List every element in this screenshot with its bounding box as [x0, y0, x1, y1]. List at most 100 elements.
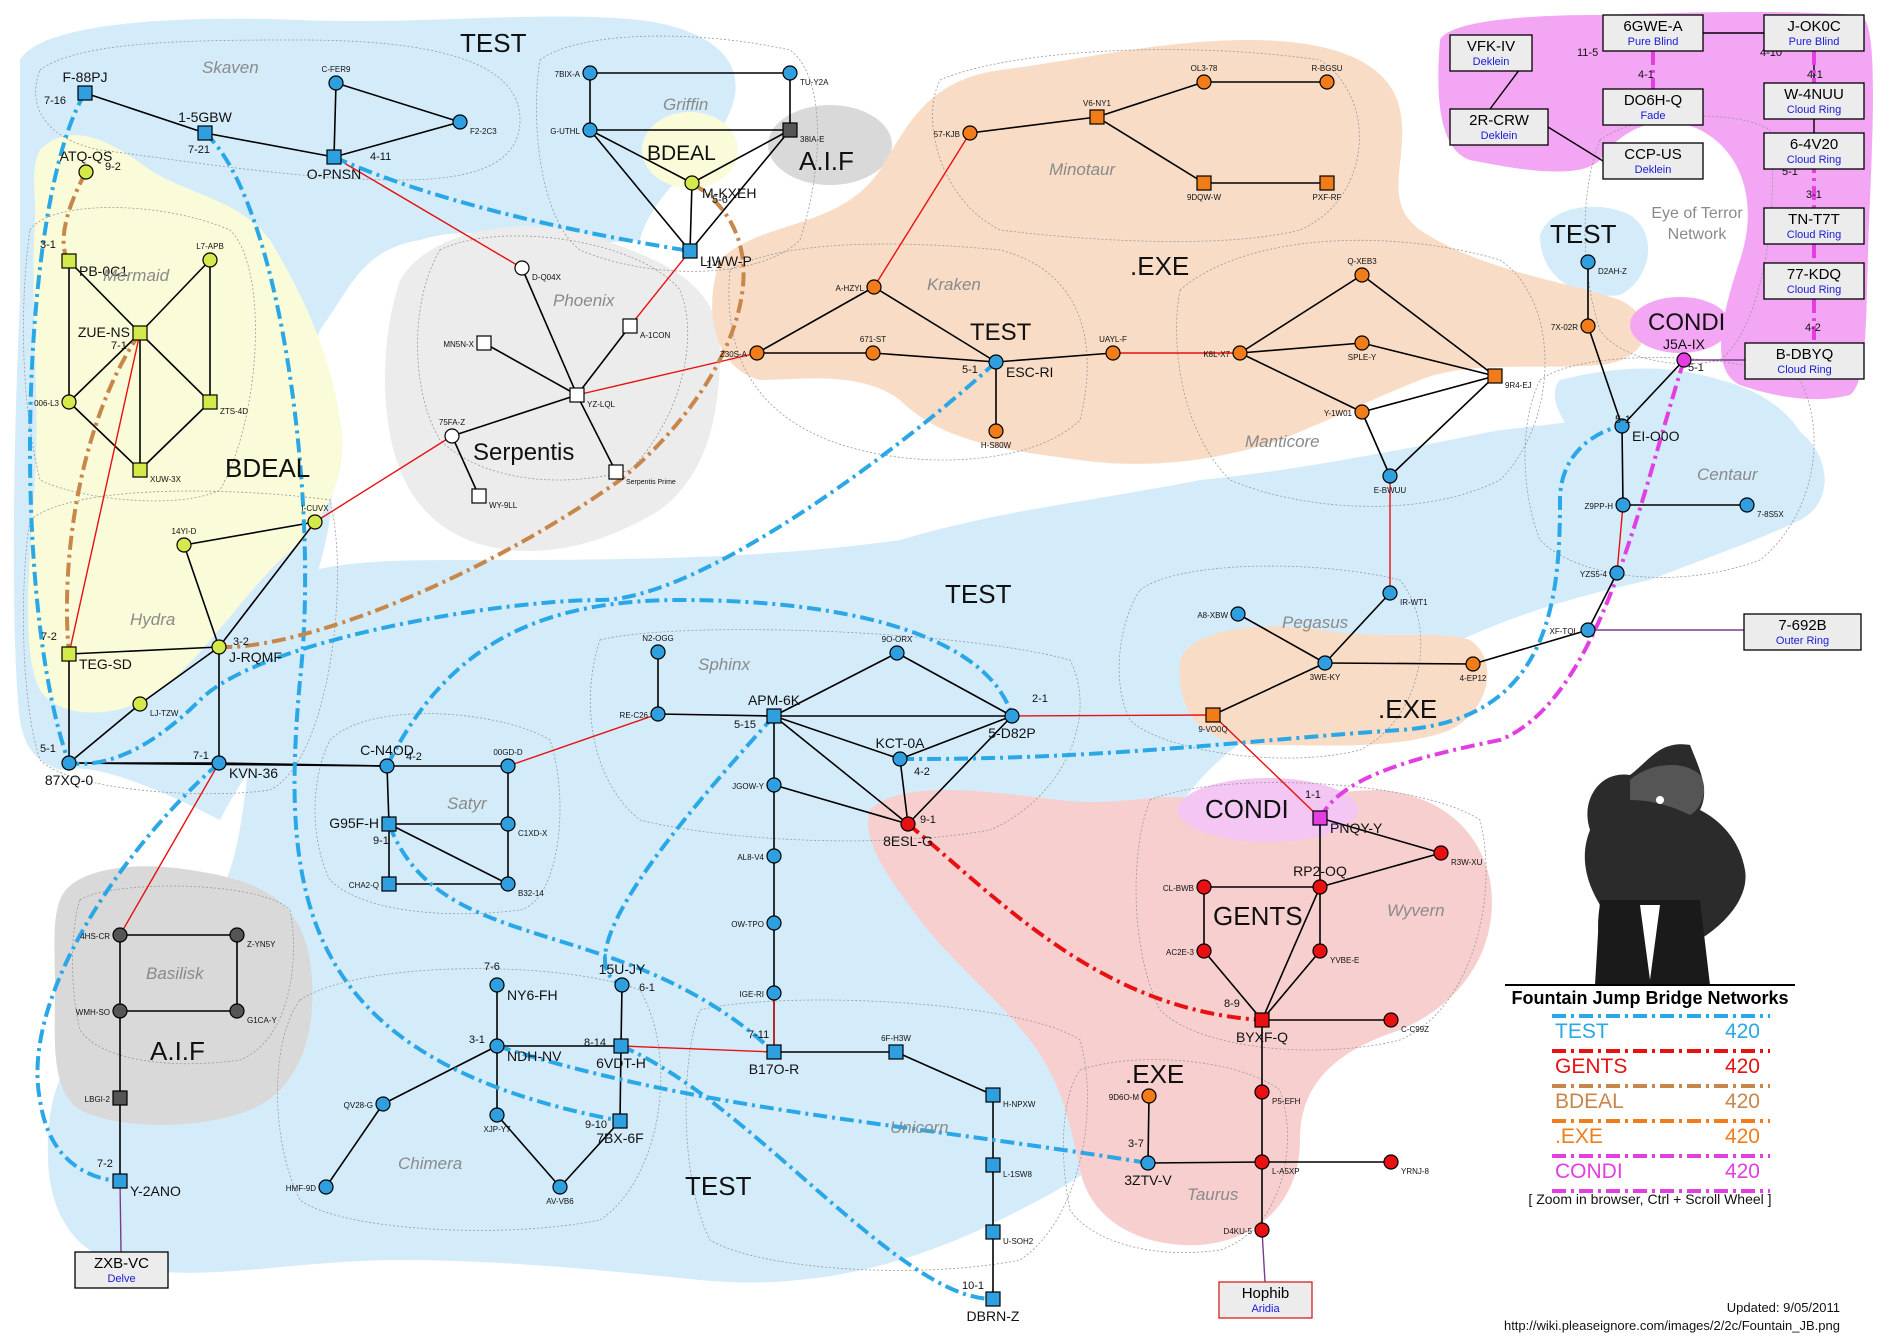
system-6f-h3w[interactable]: 6F-H3W	[881, 1034, 911, 1060]
system-z9pp-h[interactable]: Z9PP-H	[1585, 497, 1631, 513]
system-tu-y2a[interactable]: TU-Y2A	[782, 65, 829, 87]
system-006-l3[interactable]: 006-L3	[34, 394, 77, 410]
system-kvn-36[interactable]: KVN-36	[211, 755, 278, 781]
system-y-1w01[interactable]: Y-1W01	[1324, 404, 1370, 420]
system-al8-v4[interactable]: AL8-V4	[737, 848, 782, 864]
system-mn5n-x[interactable]: MN5N-X	[443, 335, 492, 351]
system-y-2ano[interactable]: Y-2ANO	[112, 1173, 181, 1199]
system-c-n4od[interactable]: C-N4OD	[360, 742, 414, 774]
system-hmf-9d[interactable]: HMF-9D	[286, 1179, 334, 1195]
system-pnqy-y[interactable]: PNQY-Y	[1312, 810, 1383, 836]
system-c-fer9[interactable]: C-FER9	[322, 65, 351, 91]
system-av-vb6[interactable]: AV-VB6	[546, 1179, 574, 1206]
system-pxf-rf[interactable]: PXF-RF	[1313, 175, 1342, 202]
system-zts-4d[interactable]: ZTS-4D	[202, 394, 248, 416]
system-8esl-g[interactable]: 8ESL-G	[883, 816, 933, 849]
system-jgow-y[interactable]: JGOW-Y	[732, 777, 782, 793]
system-rp2-oq[interactable]: RP2-OQ	[1293, 863, 1347, 895]
system-d2ah-z[interactable]: D2AH-Z	[1580, 254, 1627, 276]
system-g95f-h[interactable]: G95F-H	[329, 815, 397, 832]
system-xf-tql[interactable]: XF-TQL	[1550, 622, 1596, 638]
system-uayl-f[interactable]: UAYL-F	[1099, 335, 1127, 361]
system-z-yn5y[interactable]: Z-YN5Y	[229, 927, 276, 949]
system-p5-efh[interactable]: P5-EFH	[1254, 1084, 1301, 1106]
system-xuw-3x[interactable]: XUW-3X	[132, 462, 182, 484]
system-xjp-y7[interactable]: XJP-Y7	[483, 1107, 511, 1134]
system-esc-ri[interactable]: ESC-RI	[988, 354, 1053, 380]
system-sple-y[interactable]: SPLE-Y	[1348, 335, 1377, 362]
system-9o-orx[interactable]: 9O-ORX	[882, 635, 913, 661]
system-r-bgsu[interactable]: R-BGSU	[1311, 64, 1343, 90]
system-o-pnsn[interactable]: O-PNSN	[307, 149, 361, 182]
system-7x-02r[interactable]: 7X-02R	[1551, 318, 1596, 334]
system-lj-tzw[interactable]: LJ-TZW	[132, 696, 179, 718]
system-pb-0c1[interactable]: PB-0C1	[61, 253, 128, 279]
system-a-hzyl[interactable]: A-HZYL	[836, 279, 882, 295]
system-l-a5xp[interactable]: L-A5XP	[1254, 1154, 1300, 1176]
system-j-rqmf[interactable]: J-RQMF	[211, 639, 282, 665]
system-ny6-fh[interactable]: NY6-FH	[489, 977, 558, 1003]
system-j5a-ix[interactable]: J5A-IX	[1663, 336, 1706, 368]
system-serpentis-prime[interactable]: Serpentis Prime	[608, 464, 676, 486]
system-87xq-0[interactable]: 87XQ-0	[45, 755, 93, 788]
system-wmh-so[interactable]: WMH-SO	[76, 1003, 128, 1019]
system-4-ep12[interactable]: 4-EP12	[1460, 656, 1487, 683]
system-6vdt-h[interactable]: 6VDT-H	[596, 1038, 646, 1071]
system-4hs-cr[interactable]: 4HS-CR	[80, 927, 128, 943]
system-yzs5-4[interactable]: YZS5-4	[1580, 565, 1625, 581]
system-38ia-e[interactable]: 38IA-E	[782, 122, 824, 144]
system-yvbe-e[interactable]: YVBE-E	[1312, 943, 1359, 965]
system-g1ca-y[interactable]: G1CA-Y	[229, 1003, 277, 1025]
system-7-8s5x[interactable]: 7-8S5X	[1739, 497, 1784, 519]
system-lbgi-2[interactable]: LBGI-2	[85, 1090, 128, 1106]
system-a-1con[interactable]: A-1CON	[622, 318, 670, 340]
system-n2-ogg[interactable]: N2-OGG	[642, 634, 674, 660]
system-a8-xbw[interactable]: A8-XBW	[1197, 606, 1246, 622]
system-3ztv-v[interactable]: 3ZTV-V	[1124, 1155, 1172, 1188]
system-9-vo0q[interactable]: 9-VO0Q	[1198, 707, 1228, 734]
system-b17o-r[interactable]: B17O-R	[749, 1044, 800, 1077]
system-671-st[interactable]: 671-ST	[860, 335, 886, 361]
system-00gd-d[interactable]: 00GD-D	[493, 748, 523, 774]
system-cl-bwb[interactable]: CL-BWB	[1163, 879, 1212, 895]
system-ol3-78[interactable]: OL3-78	[1191, 64, 1218, 90]
system-ac2e-3[interactable]: AC2E-3	[1166, 943, 1212, 959]
system-yrnj-8[interactable]: YRNJ-8	[1383, 1154, 1430, 1176]
system-v6-ny1[interactable]: V6-NY1	[1083, 99, 1112, 125]
system-g-uthl[interactable]: G-UTHL	[550, 122, 598, 138]
system-c1xd-x[interactable]: C1XD-X	[500, 816, 548, 838]
system-re-c26[interactable]: RE-C26	[620, 706, 666, 722]
system-1-5gbw[interactable]: 1-5GBW	[178, 109, 233, 141]
system-l-1sw8[interactable]: L-1SW8	[985, 1157, 1032, 1179]
system-teg-sd[interactable]: TEG-SD	[61, 646, 132, 672]
system-15u-jy[interactable]: 15U-JY	[599, 961, 646, 993]
system-d-q04x[interactable]: D-Q04X	[514, 260, 562, 282]
system-14yi-d[interactable]: 14YI-D	[172, 527, 197, 553]
system-atq-qs[interactable]: ATQ-QS	[60, 148, 113, 180]
system-yz-lql[interactable]: YZ-LQL	[569, 387, 616, 409]
system-75fa-z[interactable]: 75FA-Z	[439, 418, 465, 444]
system-q-xeb3[interactable]: Q-XEB3	[1347, 257, 1377, 283]
system-5-d82p[interactable]: 5-D82P	[988, 708, 1036, 741]
system-c-c99z[interactable]: C-C99Z	[1383, 1012, 1429, 1034]
system-ige-ri[interactable]: IGE-RI	[740, 985, 782, 1001]
system-9r4-ej[interactable]: 9R4-EJ	[1487, 368, 1532, 390]
system-9d6o-m[interactable]: 9D6O-M	[1109, 1088, 1157, 1104]
system-f-88pj[interactable]: F-88PJ	[62, 69, 108, 101]
system-byxf-q[interactable]: BYXF-Q	[1236, 1012, 1288, 1045]
system-ow-tpo[interactable]: OW-TPO	[731, 915, 782, 931]
system-h-npxw[interactable]: H-NPXW	[985, 1087, 1036, 1109]
system-i-cuvx[interactable]: I-CUVX	[301, 504, 329, 530]
system-d4ku-5[interactable]: D4KU-5	[1224, 1222, 1270, 1238]
system-k8l-x7[interactable]: K8L-X7	[1203, 345, 1248, 361]
